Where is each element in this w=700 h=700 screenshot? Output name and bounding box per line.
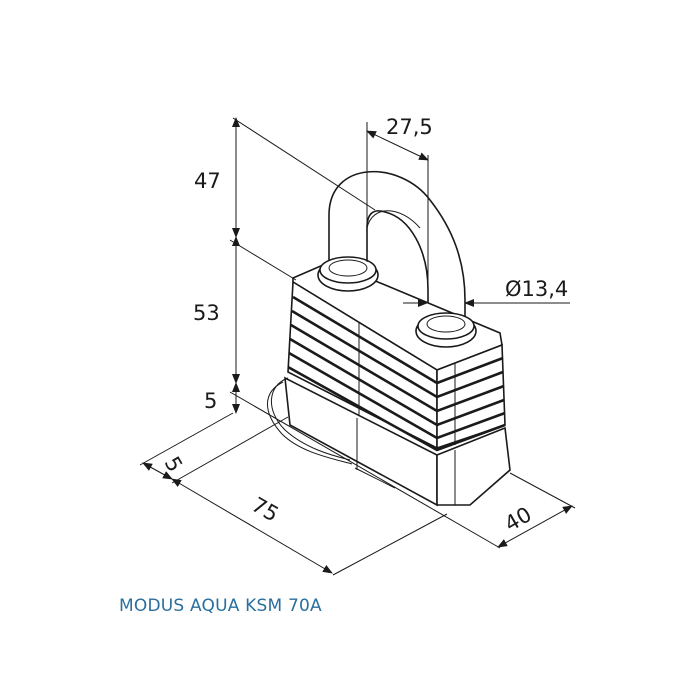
padlock	[267, 170, 511, 507]
dim-diameter-label: Ø13,4	[505, 277, 568, 301]
rear-loop	[270, 377, 351, 461]
dim-75-label: 75	[248, 493, 283, 527]
dim-40-label: 40	[501, 502, 536, 536]
dim-47-label: 47	[194, 169, 221, 193]
product-caption: MODUS AQUA KSM 70A	[119, 596, 322, 616]
dim-5-label: 5	[204, 389, 217, 413]
dim-side-5-label: 5	[160, 453, 187, 477]
body-ribs	[287, 295, 506, 452]
dim-27-5-label: 27,5	[386, 115, 433, 139]
dim-53-label: 53	[193, 301, 220, 325]
dimension-lines	[139, 117, 576, 576]
